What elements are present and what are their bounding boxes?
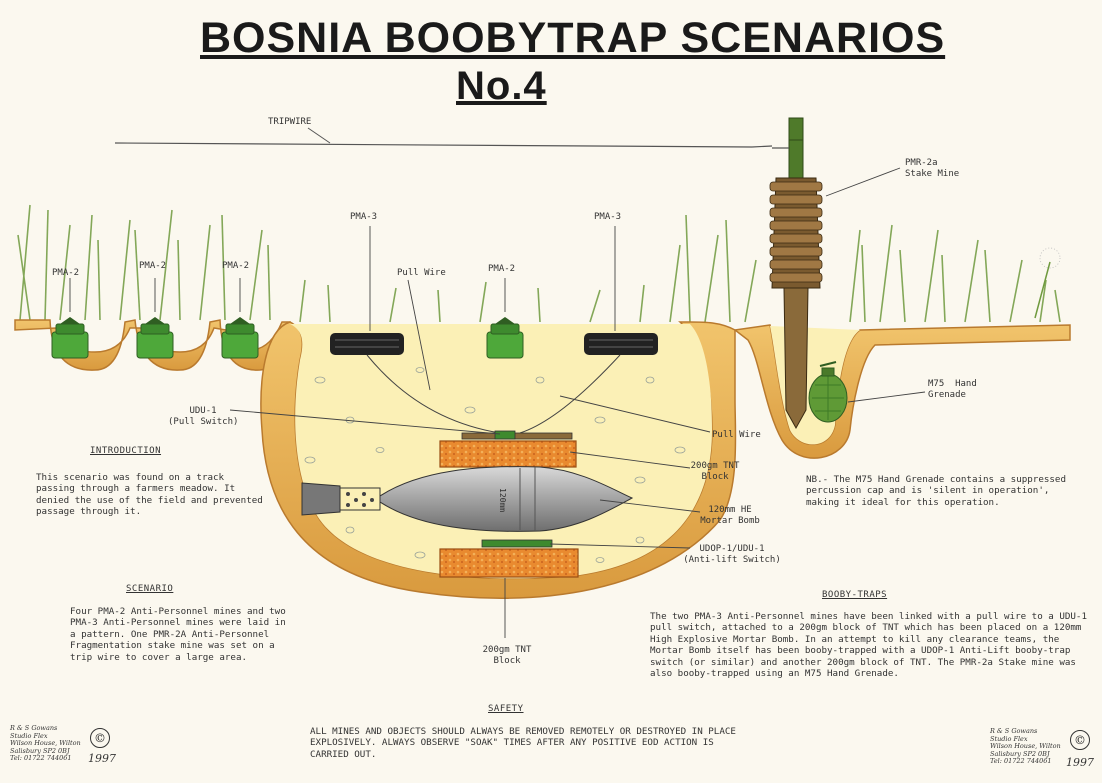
pma2-label: PMA-2 <box>52 268 79 279</box>
copyright-icon: © <box>1070 730 1090 750</box>
pma2-label: PMA-2 <box>222 261 249 272</box>
udop-label: UDOP-1/UDU-1(Anti-lift Switch) <box>672 544 792 566</box>
pull-wire-label: Pull Wire <box>712 430 761 441</box>
grass <box>18 205 1060 322</box>
udu1-label: UDU-1(Pull Switch) <box>168 406 238 428</box>
tripwire-label: TRIPWIRE <box>268 117 311 128</box>
pma3-label: PMA-3 <box>350 212 377 223</box>
credit-year: 1997 <box>88 752 116 765</box>
pma3-mine <box>584 333 658 355</box>
udop-switch <box>482 540 552 547</box>
dandelion <box>1035 248 1060 318</box>
grenade-note: NB.- The M75 Hand Grenade contains a sup… <box>806 474 1088 508</box>
pma2-label: PMA-2 <box>139 261 166 272</box>
tnt-block-upper <box>440 441 576 467</box>
scenario-heading: SCENARIO <box>126 584 173 594</box>
introduction-text: This scenario was found on a track passi… <box>36 472 264 518</box>
pull-wire-label: Pull Wire <box>397 268 446 279</box>
tnt-block-lower <box>440 549 578 577</box>
tripwire-line <box>115 143 752 147</box>
mortar-marking: 120mm <box>498 488 507 512</box>
safety-heading: SAFETY <box>488 704 524 714</box>
scenario-text: Four PMA-2 Anti-Personnel mines and two … <box>70 606 292 663</box>
booby-traps-text: The two PMA-3 Anti-Personnel mines have … <box>650 611 1094 679</box>
pma3-label: PMA-3 <box>594 212 621 223</box>
safety-text: ALL MINES AND OBJECTS SHOULD ALWAYS BE R… <box>310 726 742 760</box>
booby-traps-heading: BOOBY-TRAPS <box>822 590 887 600</box>
credit-year: 1997 <box>1066 756 1094 769</box>
pma2-label: PMA-2 <box>488 264 515 275</box>
pma3-mine <box>330 333 404 355</box>
copyright-icon: © <box>90 728 110 748</box>
introduction-heading: INTRODUCTION <box>90 446 161 456</box>
